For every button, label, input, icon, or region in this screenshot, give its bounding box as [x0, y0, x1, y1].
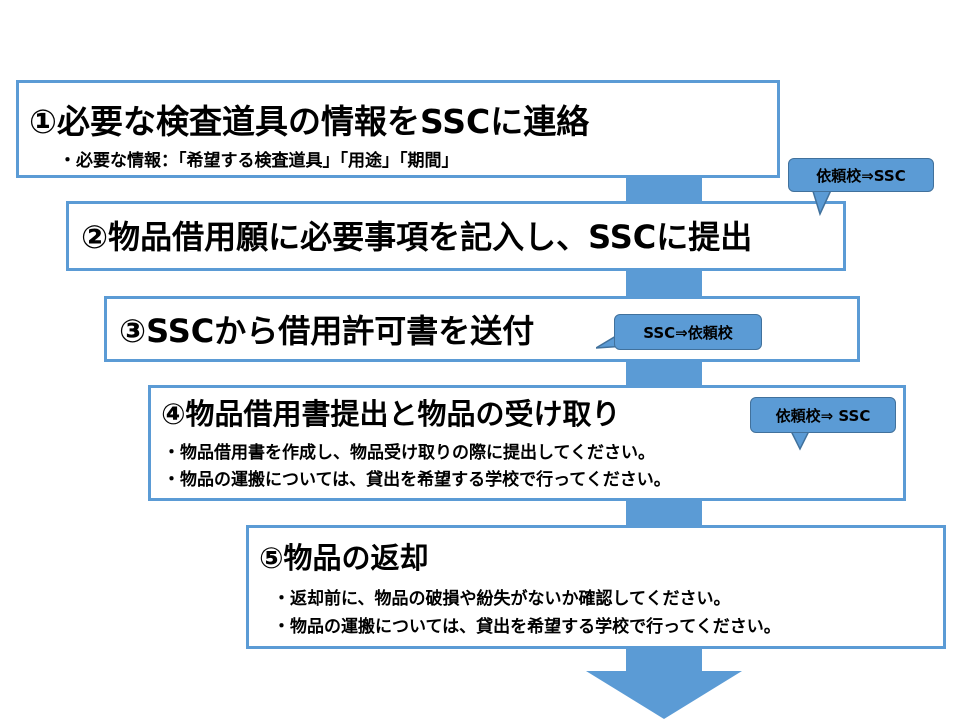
step-1-note: ・必要な情報：「希望する検査道具」「用途」「期間」: [59, 151, 459, 171]
step-4-note-2: ・物品の運搬については、貸出を希望する学校で行ってください。: [163, 470, 671, 490]
step-4-title: ④物品借用書提出と物品の受け取り: [161, 397, 621, 431]
flow-arrow-down-icon: [586, 671, 742, 719]
callout-3-requester-to-ssc: 依頼校⇒ SSC: [750, 397, 896, 433]
callout-1-requester-to-ssc: 依頼校⇒SSC: [788, 158, 934, 192]
step-5-box: ⑤物品の返却 ・返却前に、物品の破損や紛失がないか確認してください。 ・物品の運…: [246, 525, 946, 649]
step-4-note-1: ・物品借用書を作成し、物品受け取りの際に提出してください。: [163, 443, 655, 463]
callout-2-ssc-to-requester: SSC⇒依頼校: [614, 314, 762, 350]
callout-3-tail-icon: [789, 429, 811, 451]
step-2-box: ②物品借用願に必要事項を記入し、SSCに提出: [66, 201, 846, 271]
step-2-title: ②物品借用願に必要事項を記入し、SSCに提出: [81, 218, 753, 256]
step-5-note-1: ・返却前に、物品の破損や紛失がないか確認してください。: [273, 589, 731, 609]
step-3-title: ③SSCから借用許可書を送付: [119, 312, 535, 350]
step-1-title: ①必要な検査道具の情報をSSCに連絡: [29, 102, 590, 141]
step-1-box: ①必要な検査道具の情報をSSCに連絡 ・必要な情報：「希望する検査道具」「用途」…: [16, 80, 780, 178]
step-5-note-2: ・物品の運搬については、貸出を希望する学校で行ってください。: [273, 617, 781, 637]
step-5-title: ⑤物品の返却: [259, 541, 429, 575]
callout-1-tail-icon: [811, 188, 833, 217]
